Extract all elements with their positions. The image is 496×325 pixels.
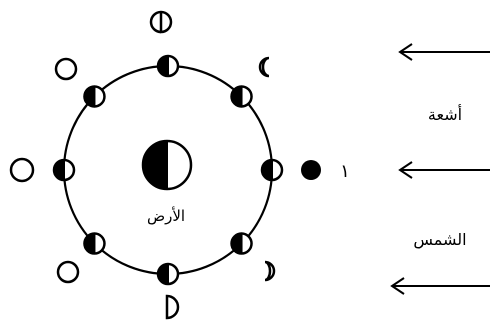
moon-position-upper-right	[230, 85, 253, 108]
moon-position-bottom	[156, 262, 180, 286]
crescent-moon-icon-lower-right	[264, 260, 276, 282]
moon-position-right	[260, 158, 284, 182]
moon-position-lower-left	[83, 232, 106, 255]
orbit-moons	[52, 54, 284, 286]
position-number: ١	[340, 161, 350, 182]
gibbous-moon-icon-lower-left	[56, 260, 80, 284]
crescent-moon-icon-upper-right	[258, 56, 270, 78]
gibbous-moon-icon-upper-left	[54, 57, 78, 81]
earth	[141, 139, 193, 191]
quarter-moon-icon-bottom	[165, 294, 180, 320]
moon-position-left	[52, 158, 76, 182]
quarter-moon-icon-top	[149, 10, 173, 34]
rays-label: أشعة	[428, 104, 462, 124]
moon-position-upper-left	[83, 85, 106, 108]
full-moon-icon	[9, 157, 35, 183]
sun-ray-arrow-top	[398, 43, 490, 61]
sun-label: الشمس	[413, 230, 466, 250]
moon-position-top	[156, 54, 180, 78]
sun-ray-arrow-bottom	[390, 277, 490, 295]
moon-position-lower-right	[230, 232, 253, 255]
new-moon-marker	[301, 160, 321, 180]
sun-ray-arrow-middle	[398, 161, 490, 179]
earth-label: الأرض	[147, 206, 185, 225]
